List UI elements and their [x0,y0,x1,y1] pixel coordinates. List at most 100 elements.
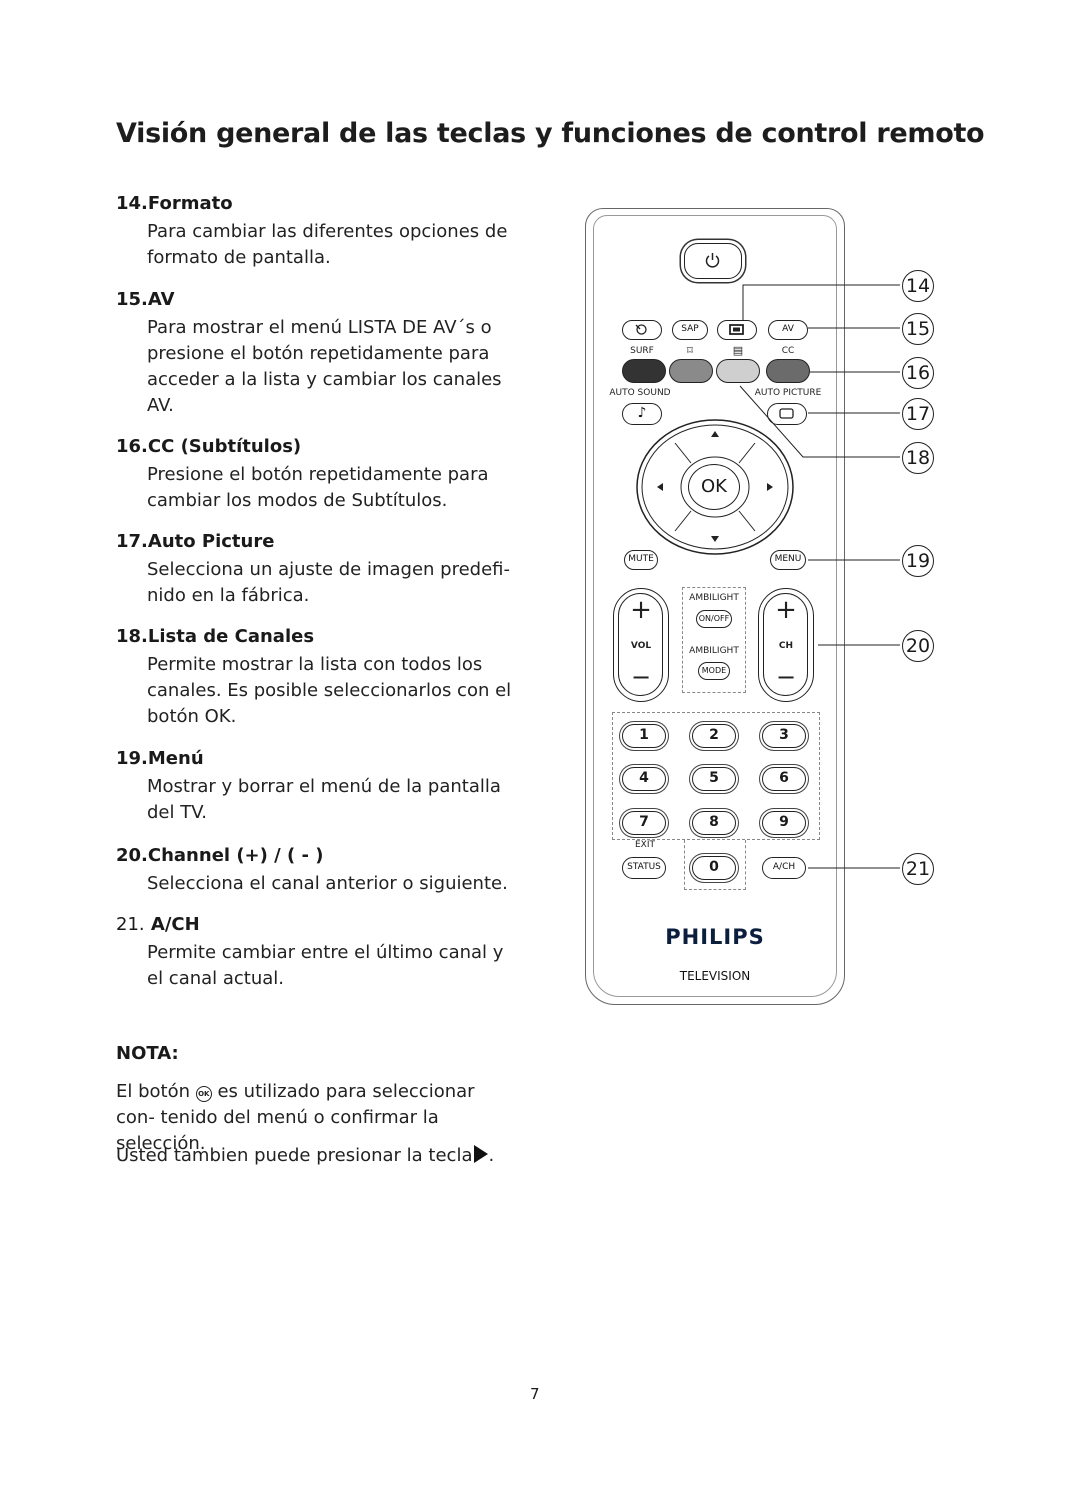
power-button[interactable] [684,243,742,279]
section-body: Permite mostrar la lista con todos los c… [147,654,512,727]
callout-17: 17 [902,398,934,430]
section-heading: AV [147,289,175,310]
section-heading: CC (Subtítulos) [147,436,302,457]
section-heading: A/CH [150,914,200,935]
section-heading: Channel (+) / ( - ) [147,845,324,866]
av-button[interactable]: AV [768,320,808,340]
format-button[interactable] [717,320,757,340]
section-21: 21. A/CH Permite cambiar entre el último… [116,914,516,992]
surf-label: SURF [630,346,654,356]
auto-sound-label: AUTO SOUND [609,388,671,398]
callout-15: 15 [902,313,934,345]
key-7[interactable]: 7 [622,811,666,835]
numeric-keypad-group [612,712,820,840]
volume-up-label: + [630,595,652,625]
teletext-color-button[interactable] [716,359,760,383]
callout-14: 14 [902,270,934,302]
channel-up-label: + [775,595,797,625]
ach-button[interactable]: A/CH [762,857,806,879]
key-9[interactable]: 9 [762,811,806,835]
callout-19: 19 [902,545,934,577]
section-18: 18.Lista de Canales Permite mostrar la l… [116,626,516,730]
section-number: 20. [116,845,148,866]
vol-label: VOL [630,641,652,651]
section-body: Selecciona un ajuste de imagen predefi- … [147,559,511,606]
auto-picture-label: AUTO PICTURE [754,388,822,398]
ambilight-label-1: AMBILIGHT [689,593,739,603]
section-heading: Auto Picture [147,531,275,552]
cc-label: CC [781,346,795,356]
key-3[interactable]: 3 [762,724,806,748]
callout-20: 20 [902,630,934,662]
nota-paragraph-2: Usted tambien puede presionar la tecla. [116,1145,495,1166]
section-heading: Formato [147,193,233,214]
section-number: 17. [116,531,148,552]
section-19: 19.Menú Mostrar y borrar el menú de la p… [116,748,516,826]
ok-button[interactable]: OK [688,464,740,510]
page-title: Visión general de las teclas y funciones… [116,118,985,149]
section-number: 16. [116,436,148,457]
section-body: Mostrar y borrar el menú de la pantalla … [147,776,501,823]
mute-button[interactable]: MUTE [624,550,658,570]
menu-button[interactable]: MENU [770,550,806,570]
nota-heading: NOTA: [116,1043,179,1064]
section-16: 16.CC (Subtítulos) Presione el botón rep… [116,436,516,514]
sleep-button[interactable] [622,320,662,340]
key-0[interactable]: 0 [692,856,736,880]
list-color-button[interactable] [669,359,713,383]
list-icon-label: ⌑ [687,344,693,357]
auto-sound-button[interactable]: ♪ [622,403,662,425]
ambilight-label-2: AMBILIGHT [689,646,739,656]
callout-21: 21 [902,853,934,885]
section-15: 15.AV Para mostrar el menú LISTA DE AV´s… [116,289,516,419]
format-icon [729,324,744,335]
key-4[interactable]: 4 [622,767,666,791]
power-icon [705,253,720,268]
section-body: Para mostrar el menú LISTA DE AV´s o pre… [147,317,502,416]
surf-color-button[interactable] [622,359,666,383]
section-number: 19. [116,748,148,769]
section-body: Permite cambiar entre el último canal y … [147,942,504,989]
section-body: Para cambiar las diferentes opciones de … [147,221,508,268]
key-6[interactable]: 6 [762,767,806,791]
section-body: Selecciona el canal anterior o siguiente… [147,873,508,894]
callout-18: 18 [902,442,934,474]
teletext-icon: ▤ [732,344,744,357]
volume-rocker[interactable]: + VOL − [613,588,669,702]
callout-16: 16 [902,357,934,389]
nota-paragraph-1: El botón OK es utilizado para selecciona… [116,1081,475,1154]
ambilight-mode-button[interactable]: MODE [698,662,730,680]
section-number: 18. [116,626,148,647]
key-5[interactable]: 5 [692,767,736,791]
sleep-icon [635,324,647,335]
ambilight-group [682,587,746,693]
volume-down-label: − [630,663,652,691]
remote-control-inner-outline [593,215,837,997]
status-button[interactable]: STATUS [622,857,666,879]
exit-label: EXIT [634,840,655,850]
ambilight-onoff-button[interactable]: ON/OFF [696,610,732,628]
page-number: 7 [530,1385,540,1403]
section-17: 17.Auto Picture Selecciona un ajuste de … [116,531,516,609]
brand-subtitle: TELEVISION [679,969,751,983]
section-20: 20.Channel (+) / ( - ) Selecciona el can… [116,845,516,897]
ok-button-icon: OK [195,1086,212,1102]
section-number: 14. [116,193,148,214]
section-heading: Menú [147,748,204,769]
section-number: 21. [116,914,145,935]
cc-color-button[interactable] [766,359,810,383]
channel-down-label: − [775,663,797,691]
key-1[interactable]: 1 [622,724,666,748]
right-arrow-icon [474,1145,489,1163]
section-number: 15. [116,289,148,310]
section-body: Presione el botón repetidamente para cam… [147,464,489,511]
key-2[interactable]: 2 [692,724,736,748]
section-14: 14.Formato Para cambiar las diferentes o… [116,193,516,271]
sap-button[interactable]: SAP [672,320,708,340]
ch-label: CH [778,641,794,651]
channel-rocker[interactable]: + CH − [758,588,814,702]
brand-logo: PHILIPS [665,925,765,949]
section-heading: Lista de Canales [147,626,315,647]
zero-key-group [684,840,746,890]
key-8[interactable]: 8 [692,811,736,835]
